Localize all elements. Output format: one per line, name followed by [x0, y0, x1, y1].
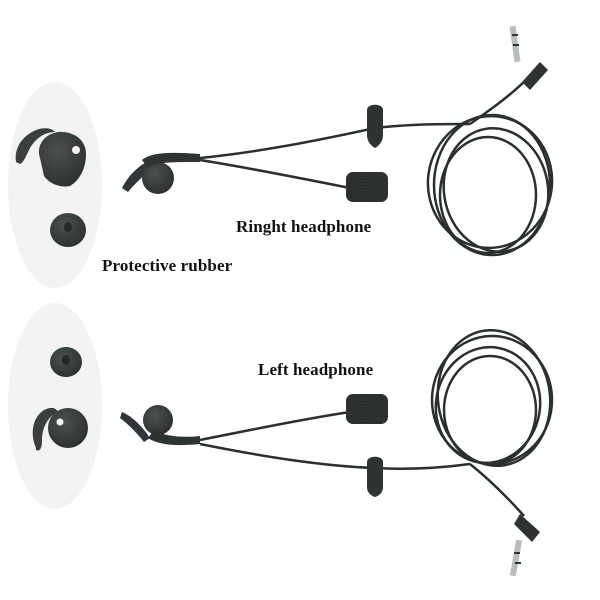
round-ear-tip-bottom	[50, 347, 82, 377]
left-headphone-label: Left headphone	[258, 360, 374, 379]
ear-tips-backdrop-top	[8, 82, 102, 288]
right-headphone-label: Ringht headphone	[236, 217, 372, 236]
cable-clip-left	[367, 456, 383, 497]
audio-jack-right	[509, 25, 548, 90]
coiled-cable-right	[426, 77, 554, 257]
audio-jack-left	[509, 514, 540, 577]
coiled-cable-left	[430, 328, 554, 517]
ear-hook-tip-top	[15, 128, 86, 187]
earpiece-left	[120, 405, 200, 446]
cable-clip-right	[367, 104, 383, 148]
boom-microphone-right	[346, 172, 388, 202]
ear-hook-tip-bottom	[32, 407, 88, 451]
protective-rubber-label: Protective rubber	[102, 256, 233, 275]
round-ear-tip-top	[50, 213, 86, 247]
ear-tips-backdrop-bottom	[8, 303, 102, 509]
earpiece-right	[122, 152, 200, 194]
boom-microphone-left	[346, 394, 388, 424]
